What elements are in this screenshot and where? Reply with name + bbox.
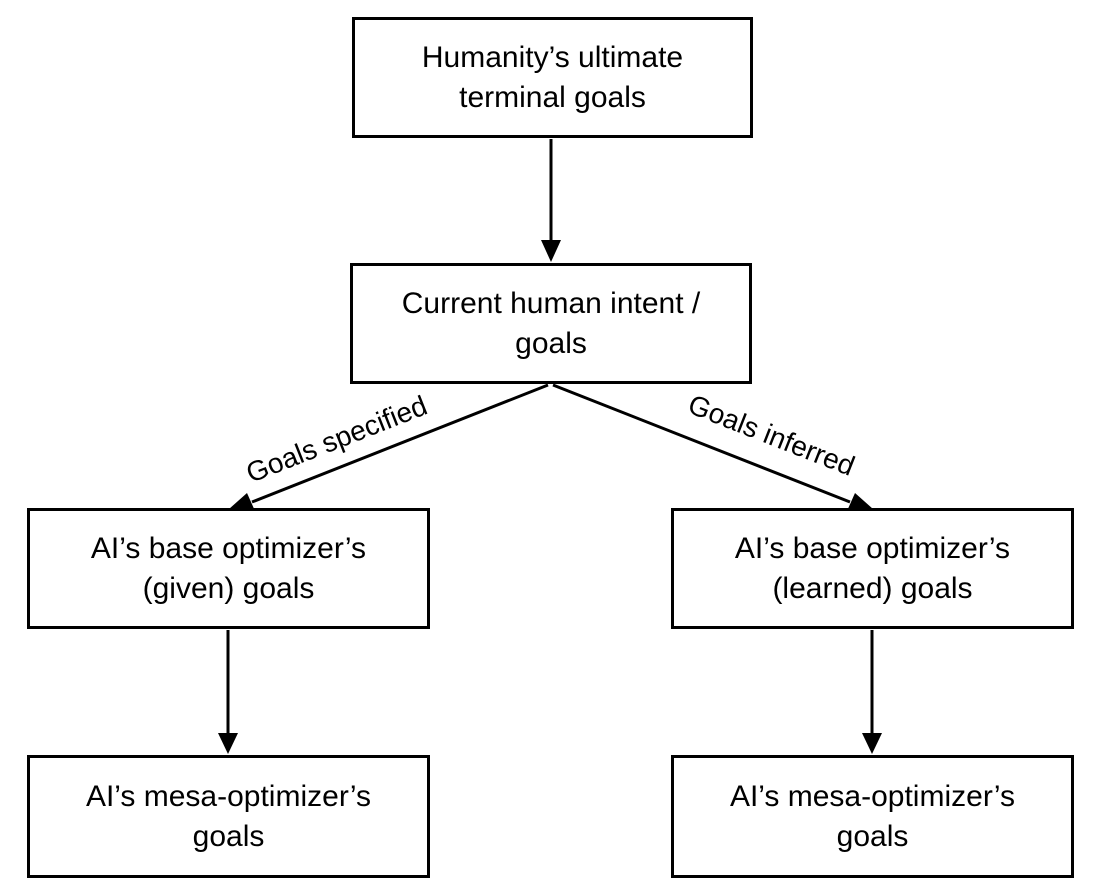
node-text-line: AI’s base optimizer’s: [90, 531, 367, 565]
node-text-line: goals: [192, 819, 265, 853]
node-text-line: Humanity’s ultimate: [421, 40, 684, 74]
node-text-line: goals: [515, 326, 587, 360]
node-text-line: AI’s mesa-optimizer’s: [85, 779, 372, 813]
goals-specified-label: Goals specified: [242, 390, 431, 489]
node-text-line: terminal goals: [459, 80, 646, 114]
node-text-line: AI’s base optimizer’s: [734, 531, 1011, 565]
arrowhead-left-base-to-mesa: [218, 733, 238, 754]
node-current-human-intent: Current human intent / goals: [350, 263, 752, 384]
goals-inferred-label: Goals inferred: [684, 389, 859, 482]
node-base-optimizer-given-goals: AI’s base optimizer’s (given) goals: [27, 508, 430, 629]
node-text-line: goals: [836, 819, 909, 853]
node-text-line: (learned) goals: [772, 571, 973, 605]
node-text-line: Current human intent /: [401, 286, 701, 320]
node-mesa-optimizer-goals-left: AI’s mesa-optimizer’s goals: [27, 755, 430, 878]
node-base-optimizer-learned-goals: AI’s base optimizer’s (learned) goals: [671, 508, 1074, 629]
node-humanity-terminal-goals: Humanity’s ultimate terminal goals: [352, 17, 753, 138]
node-text-line: AI’s mesa-optimizer’s: [729, 779, 1016, 813]
arrow-middle-to-right-base: [552, 383, 851, 504]
node-text-line: (given) goals: [142, 571, 315, 605]
arrowhead-top-to-middle: [541, 240, 561, 262]
arrowhead-right-base-to-mesa: [862, 733, 882, 754]
arrow-middle-to-left-base: [251, 383, 549, 504]
node-mesa-optimizer-goals-right: AI’s mesa-optimizer’s goals: [671, 755, 1074, 878]
